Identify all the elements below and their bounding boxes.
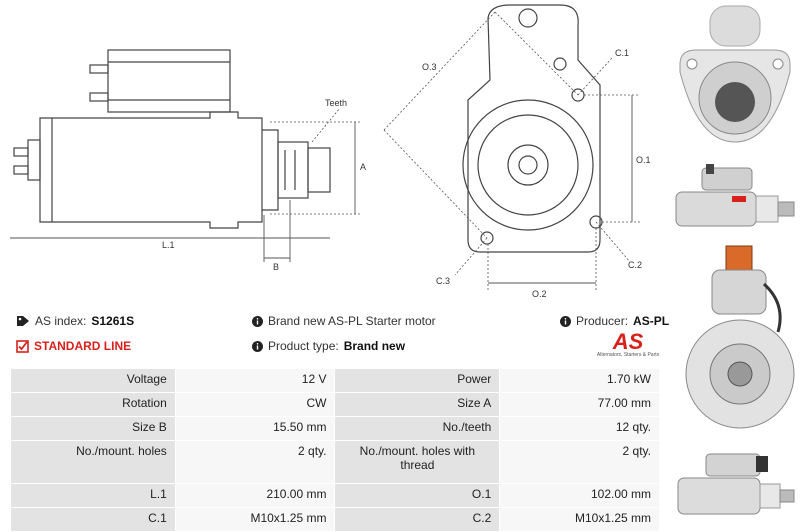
producer-value: AS-PL (633, 314, 670, 328)
label-c2: C.2 (628, 260, 642, 270)
logo-mark: AS (612, 329, 644, 354)
label-teeth: Teeth (325, 98, 347, 108)
producer-label: Producer: (576, 314, 629, 328)
spec-value: 77.00 mm (499, 392, 660, 417)
hole-c3 (480, 231, 494, 245)
spec-value: 12 V (174, 368, 336, 393)
label-c1: C.1 (615, 48, 629, 58)
description-row: Brand new AS-PL Starter motor (252, 314, 436, 328)
producer-logo: AS Alternators, Starters & Parts (596, 329, 660, 359)
label-l1: L.1 (162, 240, 175, 250)
spec-key: No./mount. holes (10, 440, 176, 484)
description-text: Brand new AS-PL Starter motor (268, 314, 436, 328)
solenoid-outline (107, 49, 231, 113)
spec-value: 2 qty. (499, 440, 660, 484)
spec-value: 12 qty. (499, 416, 660, 441)
table-row: Rotation CW Size A 77.00 mm (10, 392, 660, 417)
label-a: A (360, 162, 366, 172)
technical-drawing: Teeth A B L.1 O.3 C.1 O.1 O.2 C.2 C.3 (10, 4, 651, 299)
spec-key: L.1 (10, 483, 176, 508)
spec-value: 210.00 mm (174, 483, 336, 508)
tags-icon (17, 316, 29, 326)
label-o1: O.1 (636, 155, 651, 165)
info-icon (560, 315, 571, 327)
product-photo-rear (685, 245, 795, 429)
spec-key: C.2 (334, 507, 501, 532)
spec-value: M10x1.25 mm (499, 507, 660, 532)
product-photo-front (679, 5, 791, 143)
product-type-row: Product type: Brand new (252, 339, 405, 353)
as-index-value: S1261S (91, 314, 135, 328)
mounting-plate-outline (467, 4, 601, 253)
spec-value: 15.50 mm (174, 416, 336, 441)
spec-value: 102.00 mm (499, 483, 660, 508)
spec-key: Rotation (10, 392, 176, 417)
producer-row: Producer: AS-PL (560, 314, 669, 328)
product-photo-side (675, 164, 795, 227)
as-index-label: AS index: (35, 314, 87, 328)
label-o2: O.2 (532, 289, 547, 299)
label-c3: C.3 (436, 276, 450, 286)
table-row: No./mount. holes 2 qty. No./mount. holes… (10, 440, 660, 484)
info-icon (252, 315, 263, 327)
spec-key: O.1 (334, 483, 501, 508)
spec-key: Size B (10, 416, 176, 441)
standard-line-label: STANDARD LINE (34, 339, 132, 353)
spec-key: No./teeth (334, 416, 501, 441)
spec-key: No./mount. holes with thread (334, 440, 501, 484)
specification-table: Voltage 12 V Power 1.70 kW Rotation CW S… (10, 368, 660, 532)
label-o3: O.3 (422, 62, 437, 72)
product-type-label: Product type: (268, 339, 339, 353)
spec-value: CW (174, 392, 336, 417)
spec-key: C.1 (10, 507, 176, 532)
product-type-value: Brand new (343, 339, 406, 353)
as-index-row: AS index: S1261S (16, 314, 134, 328)
label-b: B (273, 262, 279, 272)
spec-value: 2 qty. (174, 440, 336, 484)
spec-key: Size A (334, 392, 501, 417)
motor-body-outline (39, 111, 263, 229)
standard-line-row: STANDARD LINE (16, 339, 131, 353)
table-row: L.1 210.00 mm O.1 102.00 mm (10, 483, 660, 508)
info-icon (252, 340, 263, 352)
table-row: C.1 M10x1.25 mm C.2 M10x1.25 mm (10, 507, 660, 532)
spec-key: Power (334, 368, 501, 393)
checkbox-checked-icon (16, 339, 29, 353)
flange-circle (462, 99, 594, 231)
table-row: Size B 15.50 mm No./teeth 12 qty. (10, 416, 660, 441)
product-photo-top (677, 453, 795, 515)
spec-value: 1.70 kW (499, 368, 660, 393)
logo-tagline: Alternators, Starters & Parts (596, 352, 660, 358)
spec-key: Voltage (10, 368, 176, 393)
spec-value: M10x1.25 mm (174, 507, 336, 532)
table-row: Voltage 12 V Power 1.70 kW (10, 368, 660, 393)
